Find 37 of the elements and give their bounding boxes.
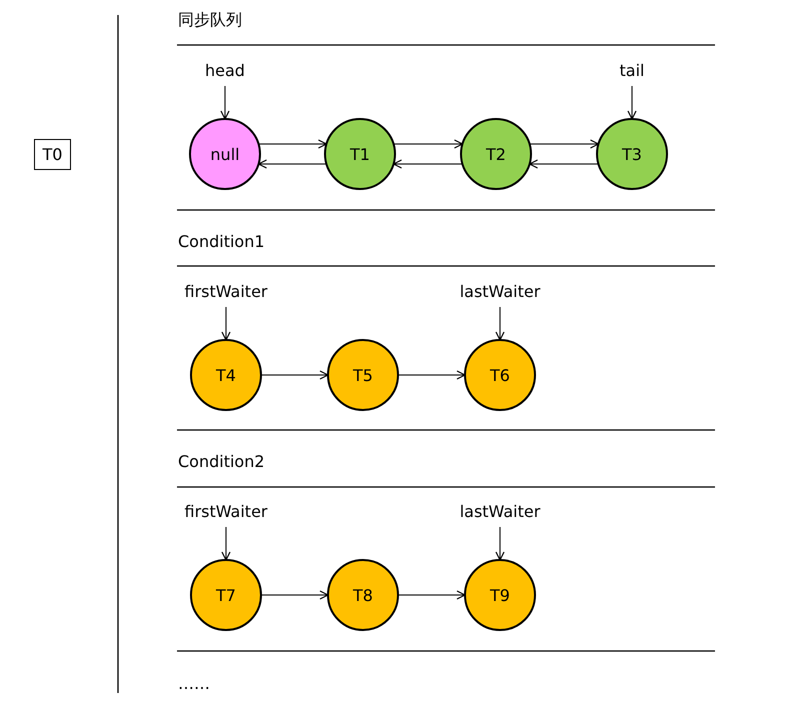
ellipsis: …… — [178, 674, 210, 693]
thread-node: T5 — [327, 339, 399, 411]
thread-node: T9 — [464, 559, 536, 631]
arrow — [398, 370, 466, 380]
thread-node: null — [189, 118, 261, 190]
arrow — [495, 306, 505, 341]
arrow — [529, 139, 600, 149]
thread-node: T6 — [464, 339, 536, 411]
thread-node: T2 — [460, 118, 532, 190]
arrow — [627, 86, 637, 120]
arrow — [260, 370, 329, 380]
pointer-label: lastWaiter — [445, 279, 555, 303]
arrow — [220, 86, 230, 120]
thread-node: T7 — [190, 559, 262, 631]
pointer-label: tail — [606, 58, 658, 82]
section-title: Condition2 — [178, 452, 265, 471]
pointer-label: firstWaiter — [171, 499, 281, 523]
arrow — [528, 159, 599, 169]
arrow — [260, 590, 329, 600]
arrow — [221, 306, 231, 341]
thread-node: T4 — [190, 339, 262, 411]
pointer-label: firstWaiter — [171, 279, 281, 303]
arrow — [393, 139, 464, 149]
arrow — [258, 159, 327, 169]
arrow — [221, 526, 231, 561]
thread-node: T3 — [596, 118, 668, 190]
arrow — [258, 139, 328, 149]
thread-box: T0 — [34, 139, 71, 170]
arrow — [495, 526, 505, 561]
arrow — [392, 159, 463, 169]
thread-node: T8 — [327, 559, 399, 631]
pointer-label: lastWaiter — [445, 499, 555, 523]
section-title: Condition1 — [178, 232, 265, 251]
thread-node: T1 — [324, 118, 396, 190]
section-title: 同步队列 — [178, 10, 242, 31]
pointer-label: head — [194, 58, 256, 82]
arrow — [398, 590, 466, 600]
